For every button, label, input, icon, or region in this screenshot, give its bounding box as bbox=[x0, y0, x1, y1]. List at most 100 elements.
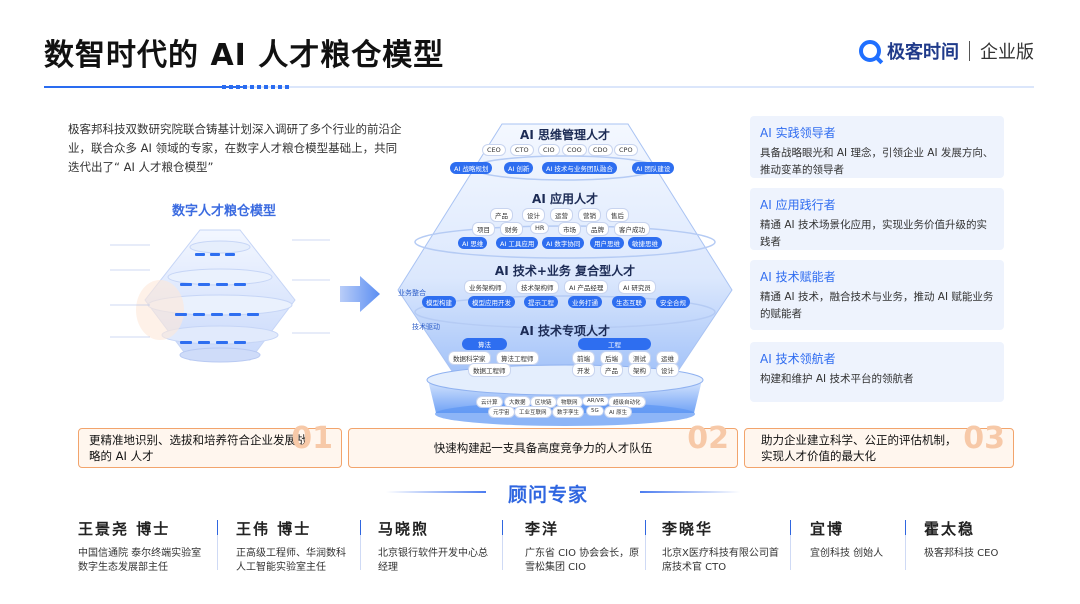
chip: AI 产品经理 bbox=[564, 280, 609, 294]
chip: CDO bbox=[588, 144, 613, 156]
chip: AI 工具应用 bbox=[496, 237, 539, 249]
advisor-desc: 正高级工程师、华润数科人工智能实验室主任 bbox=[236, 548, 346, 573]
logo-brand: 极客时间 bbox=[887, 42, 959, 63]
header-divider bbox=[44, 86, 1034, 88]
value-box-2: 快速构建起一支具备高度竞争力的人才队伍 02 bbox=[348, 421, 738, 468]
chip: AR/VR bbox=[582, 396, 610, 406]
side-label-tech: 技术驱动 bbox=[412, 323, 440, 331]
chip: 技术架构师 bbox=[516, 280, 559, 294]
chip: AI 创新 bbox=[504, 162, 534, 174]
chip: 设计 bbox=[656, 363, 679, 377]
chip: 项目 bbox=[472, 222, 495, 236]
value-number: 02 bbox=[687, 421, 729, 456]
chip: 品牌 bbox=[586, 222, 609, 236]
chip: CEO bbox=[482, 144, 506, 156]
role-card-title: AI 实践领导者 bbox=[760, 126, 836, 140]
chip: 数字孪生 bbox=[552, 406, 585, 418]
advisor-desc: 极客邦科技 CEO bbox=[924, 548, 999, 559]
role-card-title: AI 技术赋能者 bbox=[760, 270, 836, 284]
chip: AI 战略规划 bbox=[450, 162, 493, 174]
advisor-name: 宜博 bbox=[810, 520, 845, 538]
chip: 模型构建 bbox=[422, 296, 456, 308]
chip: AI 研究员 bbox=[618, 280, 656, 294]
chip: 安全合规 bbox=[656, 296, 690, 308]
advisor-desc: 宜创科技 创始人 bbox=[810, 548, 884, 559]
layer-title-tech-specialist: AI 技术专项人才 bbox=[520, 324, 610, 338]
chip: 架构 bbox=[628, 363, 651, 377]
role-card-title: AI 技术领航者 bbox=[760, 352, 836, 366]
chip: 开发 bbox=[572, 363, 595, 377]
advisor: 王伟 博士 正高级工程师、华润数科人工智能实验室主任 bbox=[236, 518, 346, 575]
role-card-practitioner: AI 应用践行者 精通 AI 技术场景化应用，实现业务价值升级的实践者 bbox=[750, 188, 1004, 250]
advisor: 李洋 广东省 CIO 协会会长，原雪松集团 CIO bbox=[525, 518, 645, 575]
advisors-title-line-left bbox=[386, 491, 486, 493]
role-card-desc: 构建和维护 AI 技术平台的领航者 bbox=[760, 373, 914, 385]
advisor-divider bbox=[790, 520, 791, 570]
arrow-right-icon bbox=[340, 276, 380, 312]
value-box-3: 助力企业建立科学、公正的评估机制，实现人才价值的最大化 03 bbox=[744, 421, 1014, 468]
chip: 财务 bbox=[500, 222, 523, 236]
layer-title-composite: AI 技术+业务 复合型人才 bbox=[494, 264, 636, 278]
advisor-desc: 中国信通院 泰尔终端实验室数字生态发展部主任 bbox=[78, 548, 202, 573]
advisor-name: 霍太稳 bbox=[924, 520, 976, 538]
advisor-divider bbox=[502, 520, 503, 570]
chip: 设计 bbox=[522, 208, 545, 222]
side-label-business: 业务整合 bbox=[398, 289, 426, 297]
mini-model-title: 数字人才粮仓模型 bbox=[172, 204, 277, 219]
chip: 算法工程师 bbox=[496, 351, 539, 365]
role-card-desc: 具备战略眼光和 AI 理念，引领企业 AI 发展方向、推动变革的领导者 bbox=[760, 147, 994, 176]
role-card-leader: AI 实践领导者 具备战略眼光和 AI 理念，引领企业 AI 发展方向、推动变革… bbox=[750, 116, 1004, 178]
advisor-name: 王景尧 博士 bbox=[78, 520, 171, 538]
chip: 市场 bbox=[558, 222, 581, 236]
role-card-desc: 精通 AI 技术场景化应用，实现业务价值升级的实践者 bbox=[760, 219, 987, 248]
chip: 生态互联 bbox=[612, 296, 646, 308]
chip: 产品 bbox=[490, 208, 513, 222]
value-number: 03 bbox=[963, 421, 1005, 456]
chip: 运营 bbox=[550, 208, 573, 222]
chip: AI 技术与业务团队融合 bbox=[542, 162, 617, 174]
chip: 提示工程 bbox=[524, 296, 558, 308]
advisor-divider bbox=[360, 520, 361, 570]
advisor-name: 王伟 博士 bbox=[236, 520, 312, 538]
chip: 模型应用开发 bbox=[468, 296, 515, 308]
advisor-name: 李洋 bbox=[525, 520, 560, 538]
advisor: 李晓华 北京X医疗科技有限公司首席技术官 CTO bbox=[662, 518, 780, 575]
layer-title-ai-application: AI 应用人才 bbox=[532, 192, 598, 206]
chip: CTO bbox=[510, 144, 534, 156]
advisor: 宜博 宜创科技 创始人 bbox=[810, 518, 910, 561]
advisor-desc: 北京X医疗科技有限公司首席技术官 CTO bbox=[662, 548, 779, 573]
chip: 数据工程师 bbox=[468, 363, 511, 377]
advisor-name: 李晓华 bbox=[662, 520, 714, 538]
chip: 营销 bbox=[578, 208, 601, 222]
page-title: 数智时代的 AI 人才粮仓模型 bbox=[44, 38, 445, 73]
role-card-title: AI 应用践行者 bbox=[760, 198, 836, 212]
chip: 业务打通 bbox=[568, 296, 602, 308]
layer-title-ai-leader: AI 思维管理人才 bbox=[520, 128, 610, 142]
chip: 用户思维 bbox=[590, 237, 624, 249]
advisor-desc: 北京银行软件开发中心总经理 bbox=[378, 548, 488, 573]
role-card-desc: 精通 AI 技术，融合技术与业务，推动 AI 赋能业务的赋能者 bbox=[760, 291, 994, 320]
chip: 客户成功 bbox=[614, 222, 650, 236]
role-card-navigator: AI 技术领航者 构建和维护 AI 技术平台的领航者 bbox=[750, 342, 1004, 402]
value-number: 01 bbox=[291, 421, 333, 456]
chip: 工业互联网 bbox=[514, 406, 552, 418]
advisors-title-line-right bbox=[640, 491, 740, 493]
chip: 元宇宙 bbox=[488, 406, 515, 418]
intro-paragraph: 极客邦科技双数研究院联合铸基计划深入调研了多个行业的前沿企业，联合众多 AI 领… bbox=[68, 122, 402, 174]
advisor-desc: 广东省 CIO 协会会长，原雪松集团 CIO bbox=[525, 548, 640, 573]
chip: CIO bbox=[538, 144, 560, 156]
chip: AI 团队建设 bbox=[632, 162, 675, 174]
chip: CPO bbox=[614, 144, 638, 156]
header-divider-dots bbox=[222, 85, 290, 89]
advisor-divider bbox=[217, 520, 218, 570]
logo-edition: 企业版 bbox=[980, 42, 1034, 63]
advisor-divider bbox=[905, 520, 906, 570]
advisor: 马晓煦 北京银行软件开发中心总经理 bbox=[378, 518, 488, 575]
role-card-enabler: AI 技术赋能者 精通 AI 技术，融合技术与业务，推动 AI 赋能业务的赋能者 bbox=[750, 260, 1004, 330]
chip: 算法 bbox=[462, 338, 507, 350]
chip: AI 思维 bbox=[458, 237, 488, 249]
advisor-name: 马晓煦 bbox=[378, 520, 430, 538]
logo-icon bbox=[859, 40, 881, 62]
value-box-1: 更精准地识别、选拔和培养符合企业发展战略的 AI 人才 01 bbox=[78, 421, 342, 468]
advisors-title: 顾问专家 bbox=[508, 484, 589, 506]
